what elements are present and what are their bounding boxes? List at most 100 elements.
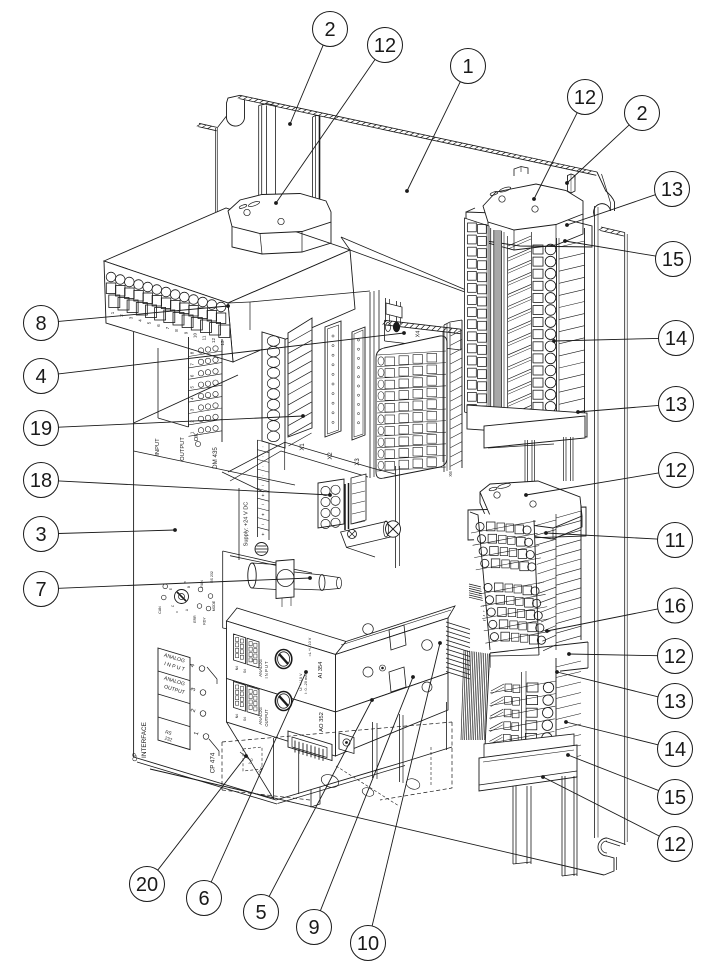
svg-text:8: 8 bbox=[190, 351, 195, 354]
svg-text:INTERFACE: INTERFACE bbox=[141, 722, 148, 758]
svg-text:ANALOG: ANALOG bbox=[258, 707, 263, 724]
svg-text:OUTPUT: OUTPUT bbox=[264, 709, 269, 727]
svg-text:X3: X3 bbox=[355, 458, 361, 466]
svg-text:RUN: RUN bbox=[200, 580, 204, 588]
svg-text:S#: S# bbox=[243, 669, 247, 673]
svg-text:N#: N# bbox=[235, 714, 239, 719]
svg-text:15: 15 bbox=[664, 787, 686, 809]
svg-text:2: 2 bbox=[190, 707, 198, 713]
svg-text:OK: OK bbox=[194, 433, 200, 442]
svg-text:TxD: TxD bbox=[248, 757, 255, 765]
svg-text:5: 5 bbox=[147, 321, 152, 324]
svg-text:14: 14 bbox=[664, 739, 686, 761]
svg-text:RS: RS bbox=[165, 729, 173, 736]
svg-text:13: 13 bbox=[661, 179, 683, 201]
svg-text:3: 3 bbox=[190, 686, 198, 692]
svg-text:CAN: CAN bbox=[158, 606, 162, 614]
svg-text:−: − bbox=[262, 483, 265, 489]
svg-text:S#: S# bbox=[243, 717, 247, 721]
svg-text:6: 6 bbox=[156, 324, 161, 327]
svg-text:232: 232 bbox=[164, 736, 173, 743]
svg-text:B: B bbox=[187, 586, 191, 588]
svg-text:A: A bbox=[185, 608, 189, 611]
svg-text:6: 6 bbox=[198, 888, 209, 910]
svg-text:15: 15 bbox=[662, 249, 684, 271]
svg-text:20: 20 bbox=[136, 874, 158, 896]
svg-text:+: + bbox=[262, 512, 265, 518]
svg-text:11: 11 bbox=[665, 530, 686, 552]
svg-text:X1: X1 bbox=[300, 443, 306, 451]
svg-text:MODE: MODE bbox=[212, 600, 216, 611]
svg-text:10: 10 bbox=[193, 333, 198, 339]
svg-text:3: 3 bbox=[190, 408, 195, 411]
svg-text:=L +/- 10 V: =L +/- 10 V bbox=[308, 637, 312, 656]
svg-text:16: 16 bbox=[664, 596, 686, 618]
svg-text:RDY: RDY bbox=[203, 617, 207, 625]
svg-text:1: 1 bbox=[190, 431, 195, 434]
svg-text:I N P U T: I N P U T bbox=[264, 661, 269, 679]
svg-text:12: 12 bbox=[664, 646, 686, 668]
svg-text:8: 8 bbox=[183, 581, 187, 583]
svg-text:2: 2 bbox=[324, 19, 335, 41]
svg-text:−: − bbox=[262, 522, 265, 528]
svg-text:1: 1 bbox=[462, 56, 473, 78]
svg-text:U: U bbox=[250, 658, 255, 661]
svg-text:ERR: ERR bbox=[193, 615, 197, 623]
svg-text:12: 12 bbox=[374, 35, 396, 57]
svg-text:X6: X6 bbox=[448, 471, 453, 477]
svg-text:E: E bbox=[169, 588, 173, 590]
svg-text:ANALOG: ANALOG bbox=[258, 659, 263, 676]
svg-text:N#: N# bbox=[235, 666, 239, 671]
svg-text:12: 12 bbox=[665, 460, 687, 482]
svg-text:7: 7 bbox=[35, 579, 46, 601]
svg-text:Supply: +24 V DC: Supply: +24 V DC bbox=[244, 502, 250, 547]
svg-text:CP: CP bbox=[132, 753, 139, 762]
svg-text:X4: X4 bbox=[416, 331, 422, 338]
svg-text:5: 5 bbox=[255, 902, 266, 924]
svg-text:3: 3 bbox=[35, 524, 46, 546]
svg-text:0: 0 bbox=[175, 611, 179, 613]
svg-text:INPUT: INPUT bbox=[155, 438, 161, 456]
svg-text:2: 2 bbox=[636, 103, 647, 125]
svg-text:4: 4 bbox=[190, 397, 195, 400]
svg-text:6: 6 bbox=[190, 374, 195, 377]
svg-text:5: 5 bbox=[190, 385, 195, 388]
svg-text:DM 435: DM 435 bbox=[212, 447, 219, 469]
svg-text:8: 8 bbox=[35, 313, 46, 335]
svg-text:I: 0...20 mA: I: 0...20 mA bbox=[304, 674, 308, 694]
svg-text:+: + bbox=[262, 532, 265, 538]
svg-text:12: 12 bbox=[211, 338, 216, 344]
svg-text:12: 12 bbox=[574, 87, 596, 109]
svg-text:9: 9 bbox=[308, 917, 319, 939]
svg-text:U: +/-10 V: U: +/-10 V bbox=[299, 673, 303, 691]
svg-text:3: 3 bbox=[128, 316, 133, 319]
svg-text:18: 18 bbox=[30, 470, 52, 492]
svg-text:1: 1 bbox=[193, 730, 201, 736]
svg-text:11: 11 bbox=[202, 335, 207, 340]
svg-text:C: C bbox=[171, 604, 175, 607]
svg-text:13: 13 bbox=[665, 394, 687, 416]
svg-text:CP 474: CP 474 bbox=[210, 752, 217, 773]
svg-text:RS 232: RS 232 bbox=[210, 571, 214, 583]
svg-text:7: 7 bbox=[190, 363, 195, 366]
svg-text:10: 10 bbox=[357, 933, 379, 955]
svg-text:·: · bbox=[262, 464, 264, 470]
svg-text:4: 4 bbox=[189, 662, 197, 668]
svg-text:·: · bbox=[262, 474, 264, 480]
svg-text:8: 8 bbox=[174, 329, 179, 332]
svg-text:−: − bbox=[262, 503, 265, 509]
svg-text:OUTPUT: OUTPUT bbox=[180, 437, 186, 461]
svg-text:+: + bbox=[262, 493, 265, 499]
svg-text:14: 14 bbox=[665, 328, 687, 350]
svg-text:AI 354: AI 354 bbox=[318, 661, 324, 679]
svg-text:AO 352: AO 352 bbox=[319, 712, 325, 732]
svg-text:4: 4 bbox=[138, 319, 143, 322]
svg-text:13: 13 bbox=[664, 691, 686, 713]
svg-text:1: 1 bbox=[110, 311, 115, 314]
svg-text:·: · bbox=[262, 445, 264, 451]
svg-text:·: · bbox=[262, 454, 264, 460]
svg-text:9: 9 bbox=[183, 331, 188, 334]
svg-text:4: 4 bbox=[35, 366, 46, 388]
svg-text:19: 19 bbox=[30, 418, 52, 440]
svg-text:13: 13 bbox=[220, 340, 225, 346]
